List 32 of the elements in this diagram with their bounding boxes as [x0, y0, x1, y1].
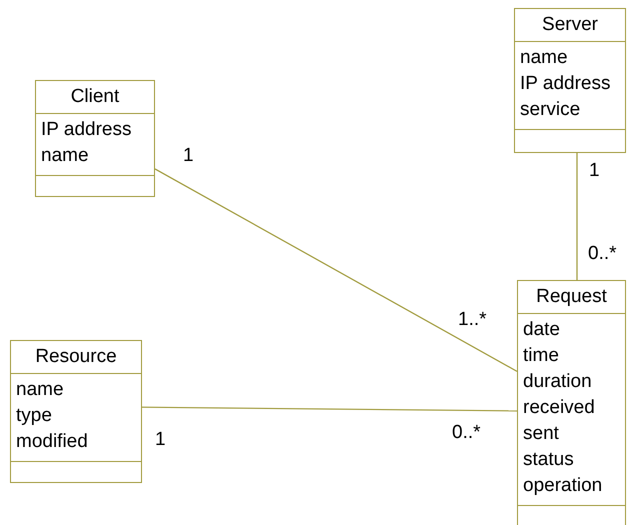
- class-box: [517, 280, 626, 525]
- class-name: Resource: [35, 346, 117, 367]
- multiplicity-label: 1: [589, 160, 600, 182]
- attribute-text: type: [16, 404, 52, 428]
- class-name: Client: [70, 86, 120, 107]
- attribute-text: name: [41, 144, 89, 168]
- attribute-text: name: [520, 46, 568, 70]
- attribute-text: service: [520, 98, 580, 122]
- attribute-text: sent: [523, 422, 559, 446]
- class-box: [514, 8, 626, 153]
- multiplicity-label: 0..*: [452, 422, 481, 444]
- association-line: [576, 153, 578, 280]
- attribute-text: duration: [523, 370, 592, 394]
- attribute-text: IP address: [41, 118, 132, 142]
- class-box: [35, 80, 155, 197]
- association-line: [154, 168, 518, 372]
- multiplicity-label: 1: [155, 429, 166, 451]
- multiplicity-label: 1: [183, 145, 194, 167]
- multiplicity-label: 0..*: [588, 243, 617, 265]
- attribute-text: received: [523, 396, 595, 420]
- attribute-text: modified: [16, 430, 88, 454]
- attribute-text: date: [523, 318, 560, 342]
- multiplicity-label: 1..*: [458, 309, 487, 331]
- association-line: [142, 406, 517, 412]
- attribute-text: IP address: [520, 72, 610, 96]
- class-name: Request: [536, 286, 607, 307]
- attribute-text: operation: [523, 474, 602, 498]
- class-box: [10, 340, 142, 483]
- class-name: Server: [542, 14, 598, 35]
- attribute-text: status: [523, 448, 574, 472]
- attribute-text: name: [16, 378, 64, 402]
- attribute-text: time: [523, 344, 559, 368]
